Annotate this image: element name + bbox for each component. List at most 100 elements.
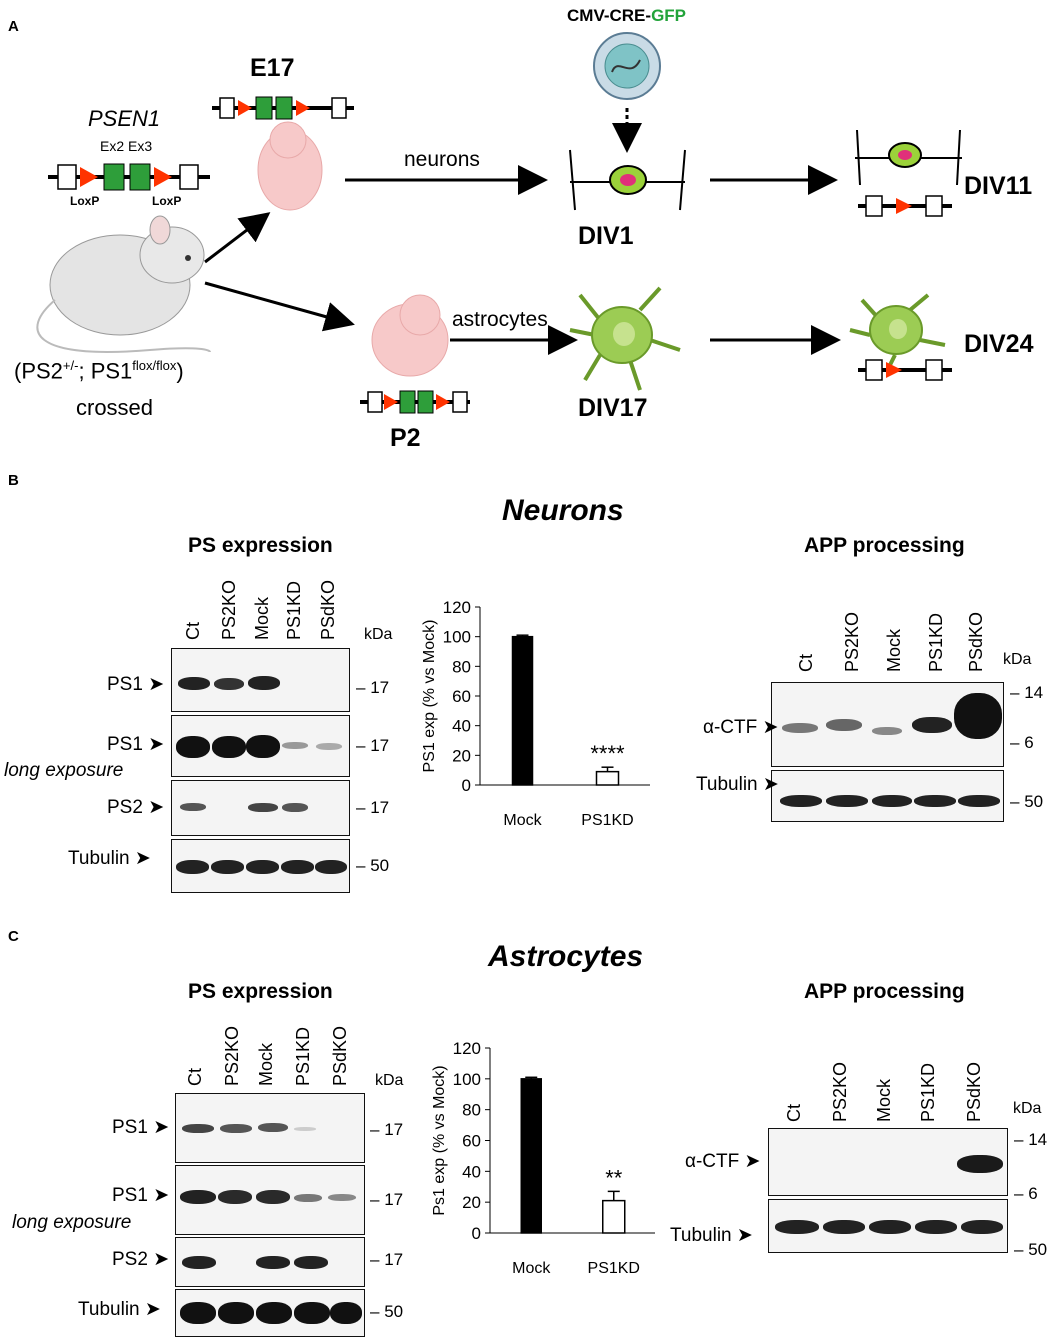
row-label: PS1 ➤ [112,1117,170,1138]
significance-annotation: ** [605,1165,623,1190]
mw-marker: – 50 [370,1302,404,1321]
y-tick-label: 0 [462,776,471,795]
y-tick-label: 40 [452,717,471,736]
panel-a-letter: A [8,18,19,35]
mw-marker: – 6 [1014,1184,1038,1203]
ps-expression-title-c: PS expression [188,980,333,1003]
lane-label: PS2KO [219,579,239,640]
p2-construct [360,390,470,414]
y-tick-label: 120 [443,598,471,617]
blot-tubulin [175,1289,365,1337]
pup-illustration [371,294,449,377]
mw-marker: – 17 [370,1190,404,1209]
mw-marker: – 14 [1010,683,1044,702]
div24-construct [858,359,952,381]
lane-label: Ct [784,1104,804,1122]
psen1-construct [48,163,210,191]
lane-label: PS2KO [842,611,862,672]
e17-label: E17 [250,54,295,82]
y-tick-label: 100 [453,1070,481,1089]
mw-marker: – 50 [356,856,390,875]
loxp-label-2: LoxP [152,194,182,208]
div1-label: DIV1 [578,222,634,250]
div17-label: DIV17 [578,394,648,422]
astrocytes-label: astrocytes [452,308,548,331]
e17-construct [212,96,354,120]
kda-label: kDa [1003,651,1032,668]
long-exposure-label: long exposure [12,1212,132,1233]
ps-expression-title-b: PS expression [188,534,333,557]
lane-label: PS1KD [293,1026,313,1086]
x-tick-label: Mock [503,812,542,829]
div24-label: DIV24 [964,330,1034,358]
blot-tubulin [171,839,350,893]
bar [511,635,534,786]
div11-construct [858,195,952,217]
mw-marker: – 14 [1014,1130,1048,1149]
y-tick-label: 20 [452,746,471,765]
panel-c-letter: C [8,928,19,945]
mw-marker: – 17 [370,1120,404,1139]
row-label: PS2 ➤ [112,1249,170,1270]
actf-label: α-CTF ➤ [703,717,779,738]
row-label: Tubulin ➤ [78,1299,161,1320]
y-tick-label: 60 [452,687,471,706]
lane-label: Mock [252,596,272,640]
blot-actf [771,682,1004,767]
div1-neuron [569,149,686,211]
row-label: PS1 ➤ [112,1185,170,1206]
row-label: PS1 ➤ [107,674,165,695]
kda-label: kDa [375,1072,404,1089]
genotype-label: (PS2+/-; PS1flox/flox) [14,358,184,384]
mouse-illustration [36,215,211,353]
row-label: PS1 ➤ [107,734,165,755]
lane-label: PSdKO [966,611,986,672]
app-processing-title-c: APP processing [804,980,965,1003]
crossed-label: crossed [76,395,154,420]
y-tick-label: 80 [452,657,471,676]
psen1-label: PSEN1 [88,106,161,131]
mw-marker: – 6 [1010,733,1034,752]
lane-label: PSdKO [318,579,338,640]
kda-label: kDa [364,626,393,643]
neurons-label: neurons [404,148,480,171]
y-tick-label: 20 [462,1193,481,1212]
tubulin-label: Tubulin ➤ [670,1225,753,1246]
mw-marker: – 50 [1010,792,1044,811]
virus-illustration [593,32,661,100]
lane-label: PS1KD [926,612,946,672]
x-tick-label: PS1KD [588,1260,640,1277]
loxp-label-1: LoxP [70,194,100,208]
y-tick-label: 100 [443,628,471,647]
lane-label: PSdKO [964,1061,984,1122]
mw-marker: – 17 [356,798,390,817]
lane-label: PS2KO [222,1025,242,1086]
lane-label: PS1KD [284,580,304,640]
mw-marker: – 17 [356,736,390,755]
row-label: Tubulin ➤ [68,848,151,869]
bar [602,1199,626,1234]
kda-label: kDa [1013,1100,1042,1117]
panel-a-schematic [36,32,962,414]
lane-label: Mock [256,1042,276,1086]
lane-label: Ct [796,654,816,672]
bar [520,1078,542,1234]
lane-label: PS2KO [830,1061,850,1122]
app-processing-title-b: APP processing [804,534,965,557]
div11-label: DIV11 [964,172,1033,200]
bar [595,770,620,786]
mw-marker: – 17 [370,1250,404,1269]
y-tick-label: 120 [453,1039,481,1058]
virus-label: CMV-CRE-GFP [567,6,687,25]
actf-label: α-CTF ➤ [685,1151,761,1172]
ex3-label: Ex3 [128,138,153,154]
tubulin-label: Tubulin ➤ [696,774,779,795]
ex2-label: Ex2 [100,138,125,154]
y-tick-label: 60 [462,1132,481,1151]
embryo-illustration [257,121,323,211]
y-tick-label: 80 [462,1101,481,1120]
long-exposure-label: long exposure [4,760,124,781]
blot-actf [768,1128,1008,1196]
